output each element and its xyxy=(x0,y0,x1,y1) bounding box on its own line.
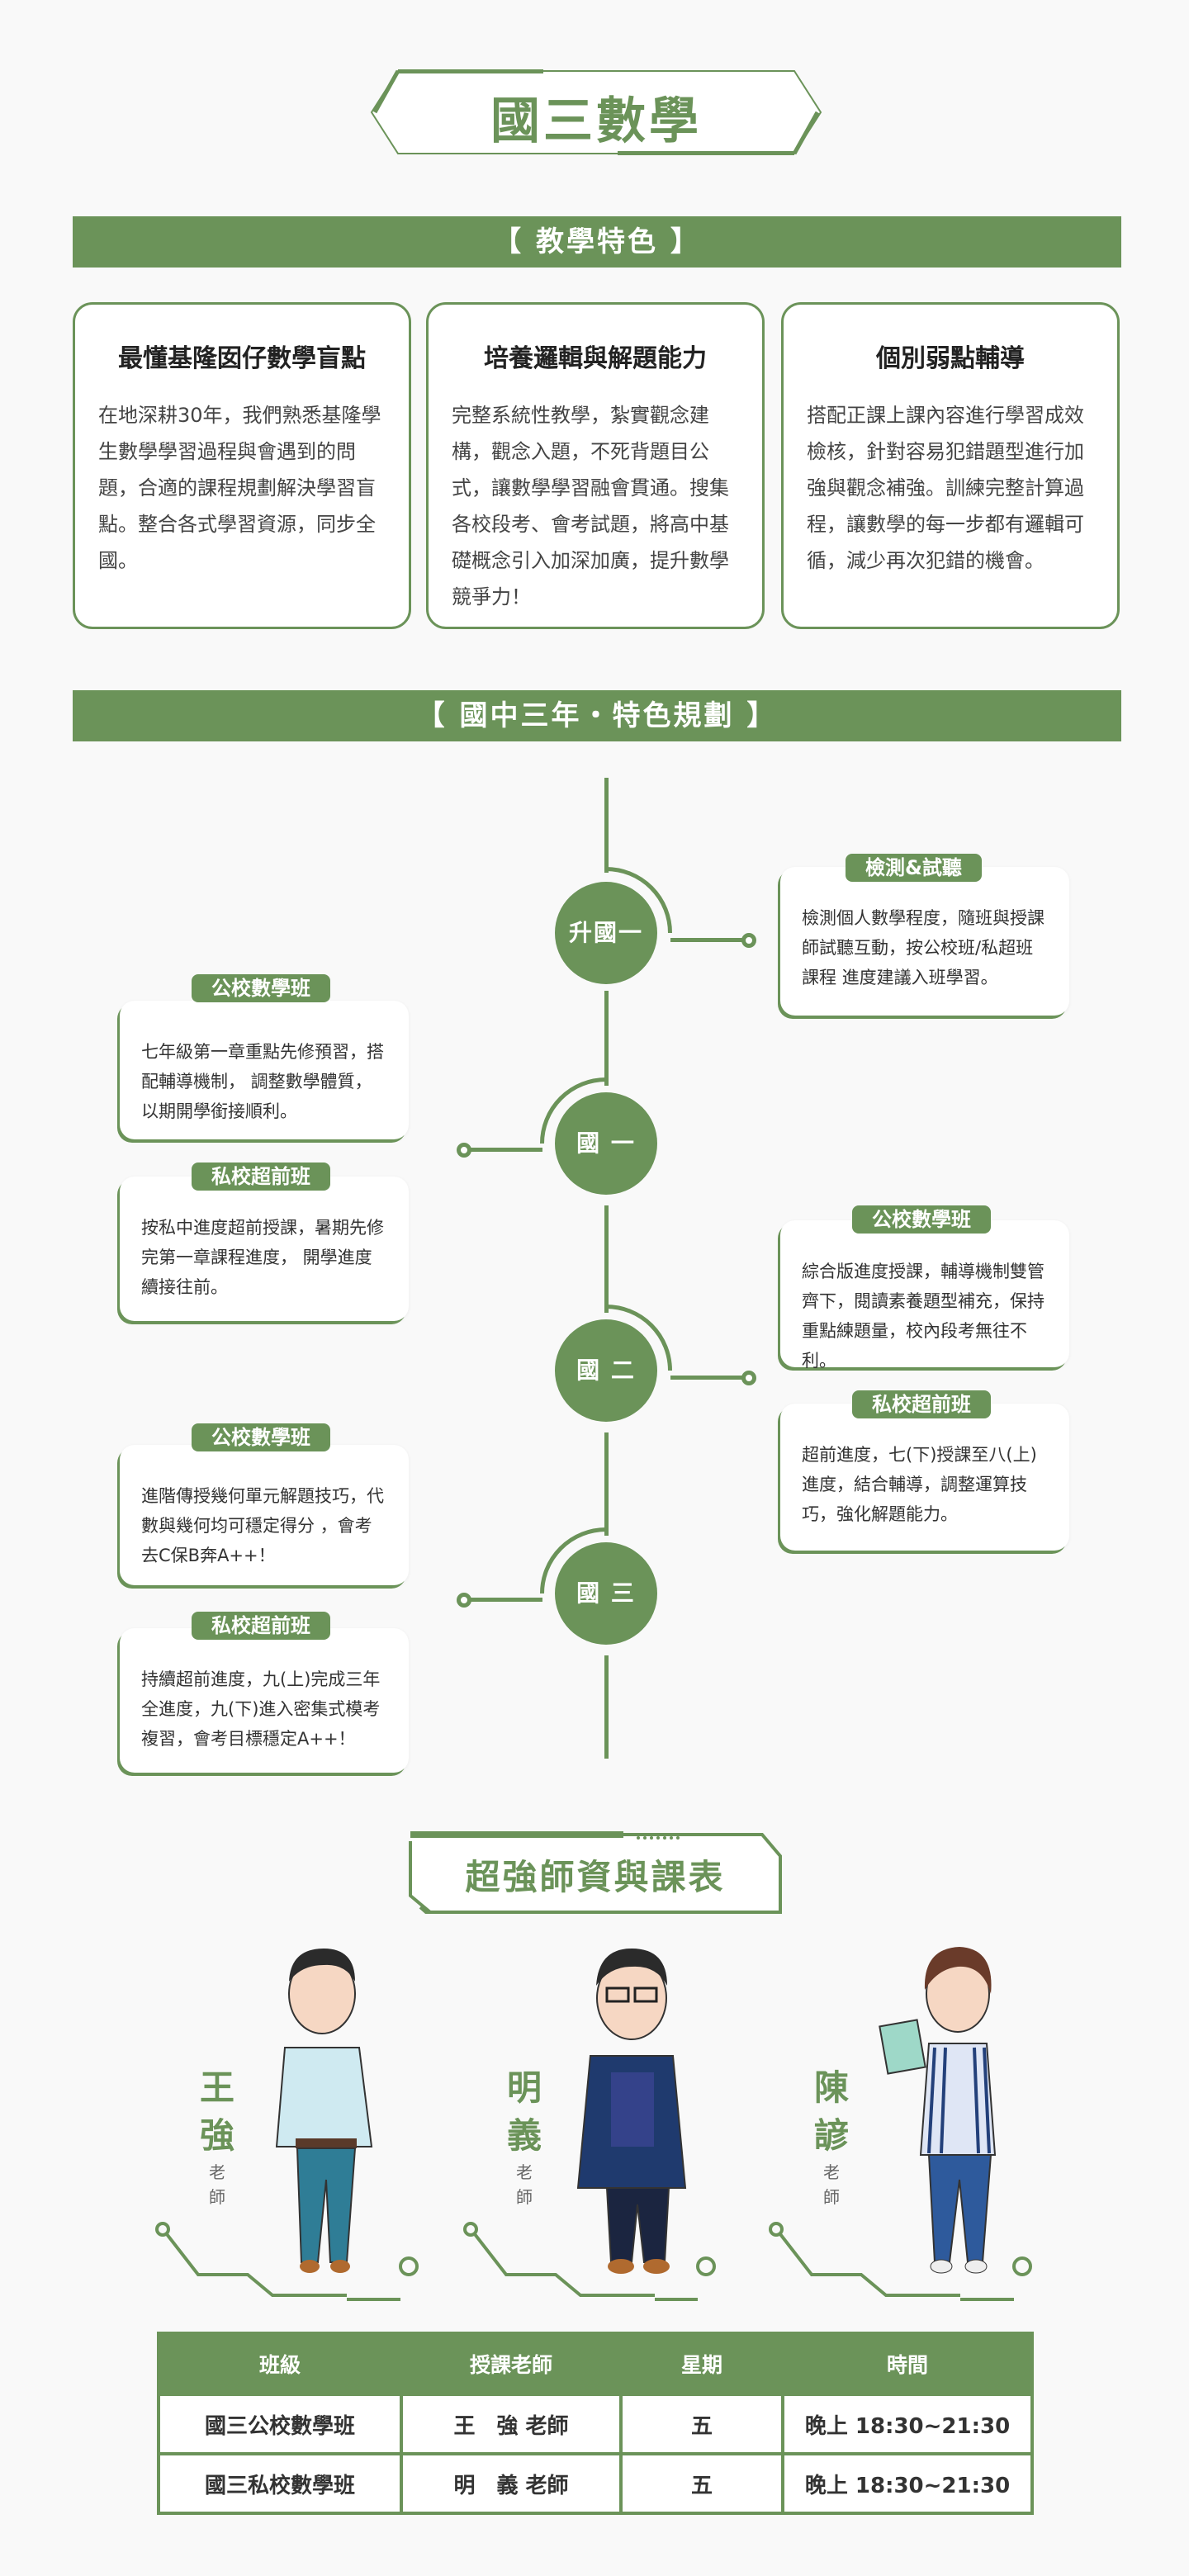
feature-card: 培養邏輯與解題能力 完整系統性教學，紮實觀念建構，觀念入題，不死背題目公式，讓數… xyxy=(426,302,765,629)
timeline-node-grade7: 國 一 xyxy=(555,1092,657,1195)
timeline-card: 持續超前進度，九(上)完成三年全進度，九(下)進入密集式模考複習，會考目標穩定A… xyxy=(120,1628,409,1773)
feature-title: 培養邏輯與解題能力 xyxy=(484,344,707,373)
teachers-title: 超強師資與課表 xyxy=(465,1857,726,1897)
table-header-row: 班級 授課老師 星期 時間 xyxy=(160,2335,1030,2393)
connector-dot xyxy=(457,1143,471,1158)
teacher-suffix: 老 xyxy=(823,2162,840,2182)
timeline-line xyxy=(604,778,609,873)
timeline-node-grade8: 國 二 xyxy=(555,1319,657,1422)
feature-card: 最懂基隆囡仔數學盲點 在地深耕30年，我們熟悉基隆學生數學學習過程與會遇到的問題… xyxy=(73,302,411,629)
cell-day: 五 xyxy=(623,2396,781,2452)
feature-body: 在地深耕30年，我們熟悉基隆學生數學學習過程與會遇到的問題，合適的課程規劃解決學… xyxy=(98,404,381,572)
teacher-ming-label: 明 義 老 師 xyxy=(504,2064,545,2209)
card-body: 按私中進度超前授課，暑期先修完第一章課程進度， 開學進度續接往前。 xyxy=(141,1218,384,1297)
teacher-name-char: 諺 xyxy=(813,2115,849,2156)
connector-line xyxy=(670,938,746,942)
teacher-name-char: 明 xyxy=(506,2067,542,2108)
connector-dot xyxy=(457,1593,471,1608)
teacher-wang-figure xyxy=(275,1949,373,2273)
teacher-suffix: 老 xyxy=(516,2162,533,2182)
cell-teacher: 明 義 老師 xyxy=(403,2455,619,2512)
card-body: 綜合版進度授課，輔導機制雙管齊下，閱讀素養題型補充，保持重點練題量，校內段考無往… xyxy=(802,1262,1045,1371)
timeline-node-grade9: 國 三 xyxy=(555,1542,657,1645)
teacher-wang-label: 王 強 老 師 xyxy=(197,2064,238,2209)
table-row: 國三私校數學班 明 義 老師 五 晚上 18:30~21:30 xyxy=(160,2455,1030,2512)
timeline-card: 綜合版進度授課，輔導機制雙管齊下，閱讀素養題型補充，保持重點練題量，校內段考無往… xyxy=(780,1220,1069,1371)
page-title: 國三數學 xyxy=(490,92,702,150)
cell-time: 晚上 18:30~21:30 xyxy=(784,2396,1030,2452)
title-frame xyxy=(409,1831,782,1914)
cell-time: 晚上 18:30~21:30 xyxy=(784,2455,1030,2512)
connector-dot xyxy=(741,933,756,948)
teacher-ming-figure xyxy=(576,1949,687,2274)
card-tag: 私校超前班 xyxy=(852,1390,991,1418)
feature-body: 完整系統性教學，紮實觀念建構，觀念入題，不死背題目公式，讓數學學習融會貫通。搜集… xyxy=(452,404,729,608)
teachers-title-box: 超強師資與課表 xyxy=(409,1831,782,1914)
timeline-card: 進階傳授幾何單元解題技巧，代數與幾何均可穩定得分 ，會考去C保B奔A++！ xyxy=(120,1445,409,1585)
teacher-name-char: 強 xyxy=(199,2115,234,2156)
timeline-line xyxy=(604,991,609,1086)
cell-teacher: 王 強 老師 xyxy=(403,2396,619,2452)
card-tag: 私校超前班 xyxy=(192,1163,330,1191)
cell-class: 國三私校數學班 xyxy=(160,2455,400,2512)
feature-title: 最懂基隆囡仔數學盲點 xyxy=(118,344,366,373)
feature-card: 個別弱點輔導 搭配正課上課內容進行學習成效檢核，針對容易犯錯題型進行加強與觀念補… xyxy=(781,302,1120,629)
hexagon-frame xyxy=(370,69,822,155)
circuit-decoration xyxy=(155,2222,1032,2301)
teacher-name-char: 王 xyxy=(199,2067,234,2108)
feature-body: 搭配正課上課內容進行學習成效檢核，針對容易犯錯題型進行加強與觀念補強。訓練完整計… xyxy=(807,404,1084,572)
features-banner: 【 教學特色 】 xyxy=(73,216,1121,268)
card-body: 持續超前進度，九(上)完成三年全進度，九(下)進入密集式模考複習，會考目標穩定A… xyxy=(141,1669,381,1749)
connector-line xyxy=(670,1376,746,1380)
timeline-card: 超前進度，七(下)授課至八(上)進度，結合輔導，調整運算技巧，強化解題能力。 xyxy=(780,1404,1069,1551)
col-header-day: 星期 xyxy=(623,2335,781,2393)
feature-title: 個別弱點輔導 xyxy=(876,344,1025,373)
timeline-card: 按私中進度超前授課，暑期先修完第一章課程進度， 開學進度續接往前。 xyxy=(120,1177,409,1321)
card-body: 七年級第一章重點先修預習，搭配輔導機制， 調整數學體質，以期開學銜接順利。 xyxy=(141,1042,384,1121)
card-body: 檢測個人數學程度，隨班與授課師試聽互動，按公校班/私超班課程 進度建議入班學習。 xyxy=(802,908,1045,987)
timeline-line xyxy=(604,1205,609,1313)
card-tag: 公校數學班 xyxy=(852,1205,991,1234)
timeline-line xyxy=(604,1432,609,1536)
teacher-name-char: 陳 xyxy=(813,2067,849,2108)
timeline-line xyxy=(604,1655,609,1759)
schedule-table: 班級 授課老師 星期 時間 國三公校數學班 王 強 老師 五 晚上 18:30~… xyxy=(157,2332,1034,2515)
card-tag: 公校數學班 xyxy=(192,974,330,1002)
teacher-name-char: 義 xyxy=(506,2115,542,2156)
timeline-node-grade7-prep: 升國一 xyxy=(555,882,657,984)
cell-class: 國三公校數學班 xyxy=(160,2396,400,2452)
teacher-suffix: 老 xyxy=(209,2162,225,2182)
connector-line xyxy=(467,1598,542,1602)
teacher-suffix: 師 xyxy=(823,2187,840,2207)
card-body: 進階傳授幾何單元解題技巧，代數與幾何均可穩定得分 ，會考去C保B奔A++！ xyxy=(141,1486,384,1565)
table-row: 國三公校數學班 王 強 老師 五 晚上 18:30~21:30 xyxy=(160,2396,1030,2452)
timeline-card: 七年級第一章重點先修預習，搭配輔導機制， 調整數學體質，以期開學銜接順利。 xyxy=(120,1001,409,1139)
card-tag: 檢測&試聽 xyxy=(846,854,982,882)
col-header-teacher: 授課老師 xyxy=(403,2335,619,2393)
teacher-suffix: 師 xyxy=(516,2187,533,2207)
col-header-time: 時間 xyxy=(784,2335,1030,2393)
connector-dot xyxy=(741,1371,756,1385)
card-body: 超前進度，七(下)授課至八(上)進度，結合輔導，調整運算技巧，強化解題能力。 xyxy=(802,1445,1037,1524)
cell-day: 五 xyxy=(623,2455,781,2512)
plan-banner: 【 國中三年・特色規劃 】 xyxy=(73,690,1121,741)
card-tag: 公校數學班 xyxy=(192,1423,330,1451)
connector-line xyxy=(467,1148,542,1152)
page-title-box: 國三數學 xyxy=(370,69,822,155)
col-header-class: 班級 xyxy=(160,2335,400,2393)
teacher-chen-label: 陳 諺 老 師 xyxy=(811,2064,852,2209)
timeline-card: 檢測個人數學程度，隨班與授課師試聽互動，按公校班/私超班課程 進度建議入班學習。 xyxy=(780,867,1069,1016)
teacher-suffix: 師 xyxy=(209,2187,225,2207)
card-tag: 私校超前班 xyxy=(192,1612,330,1640)
teacher-illustrations xyxy=(155,1947,1032,2301)
teacher-chen-figure xyxy=(879,1947,997,2274)
